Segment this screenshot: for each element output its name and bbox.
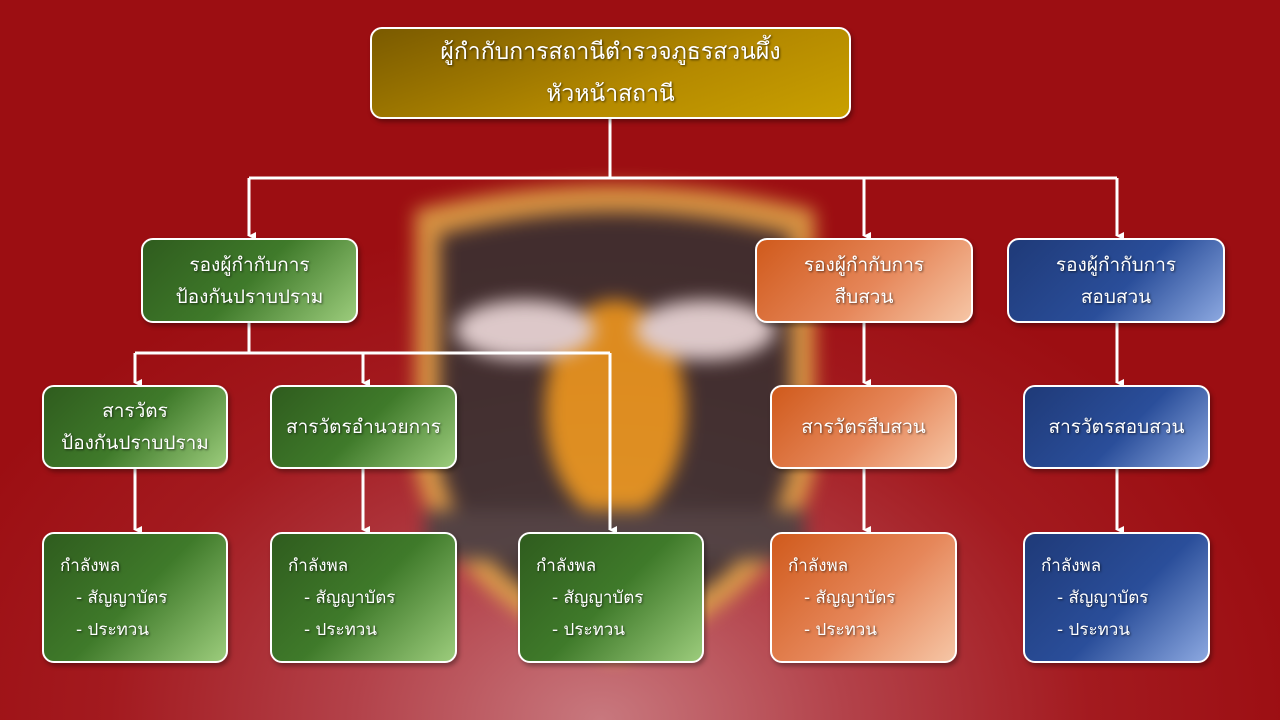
inspector-title: สารวัตร [102, 400, 168, 422]
staff-item: - ประทวน [76, 619, 149, 640]
deputy-investigation-box: รองผู้กำกับการ สืบสวน [755, 238, 973, 323]
staff-item: - ประทวน [1057, 619, 1130, 640]
chief-subtitle: หัวหน้าสถานี [546, 81, 675, 107]
staff-item: - ประทวน [304, 619, 377, 640]
background-shield-logo [415, 185, 815, 660]
staff-item: - สัญญาบัตร [804, 587, 896, 608]
deputy-title: รองผู้กำกับการ [803, 253, 925, 276]
inspector-prevention-box: สารวัตร ป้องกันปราบปราม [42, 385, 228, 469]
staff-box: กำลังพล - สัญญาบัตร - ประทวน [270, 532, 457, 663]
staff-item: - ประทวน [552, 619, 625, 640]
staff-title: กำลังพล [288, 555, 349, 576]
staff-box: กำลังพล - สัญญาบัตร - ประทวน [518, 532, 704, 663]
deputy-dept: ป้องกันปราบปราม [175, 285, 324, 308]
staff-box: กำลังพล - สัญญาบัตร - ประทวน [1023, 532, 1210, 663]
staff-item: - สัญญาบัตร [76, 587, 168, 608]
staff-box: กำลังพล - สัญญาบัตร - ประทวน [42, 532, 228, 663]
inspector-inquiry-box: สารวัตรสอบสวน [1023, 385, 1210, 469]
staff-item: - สัญญาบัตร [552, 587, 644, 608]
deputy-dept: สอบสวน [1080, 285, 1152, 308]
deputy-title: รองผู้กำกับการ [1055, 253, 1177, 276]
staff-item: - สัญญาบัตร [1057, 587, 1149, 608]
deputy-inquiry-box: รองผู้กำกับการ สอบสวน [1007, 238, 1225, 323]
staff-title: กำลังพล [788, 555, 849, 576]
staff-title: กำลังพล [60, 555, 121, 576]
chief-box: ผู้กำกับการสถานีตำรวจภูธรสวนผึ้ง หัวหน้า… [370, 27, 851, 119]
staff-item: - ประทวน [804, 619, 877, 640]
staff-title: กำลังพล [536, 555, 597, 576]
inspector-dept: ป้องกันปราบปราม [61, 432, 209, 454]
inspector-investigation-box: สารวัตรสืบสวน [770, 385, 957, 469]
inspector-admin-box: สารวัตรอำนวยการ [270, 385, 457, 469]
chief-title: ผู้กำกับการสถานีตำรวจภูธรสวนผึ้ง [440, 39, 781, 65]
deputy-prevention-box: รองผู้กำกับการ ป้องกันปราบปราม [141, 238, 358, 323]
inspector-title: สารวัตรสืบสวน [801, 416, 926, 438]
inspector-title: สารวัตรสอบสวน [1048, 416, 1185, 438]
deputy-dept: สืบสวน [834, 285, 894, 308]
inspector-title: สารวัตรอำนวยการ [286, 416, 441, 438]
staff-item: - สัญญาบัตร [304, 587, 396, 608]
deputy-title: รองผู้กำกับการ [189, 253, 310, 276]
staff-box: กำลังพล - สัญญาบัตร - ประทวน [770, 532, 957, 663]
staff-title: กำลังพล [1041, 555, 1102, 576]
